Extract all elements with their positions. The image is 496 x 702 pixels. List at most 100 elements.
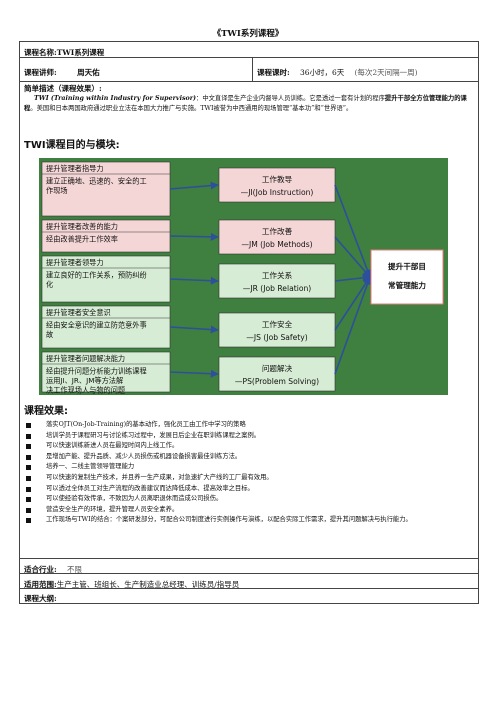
module-code: —JR (Job Relation)	[243, 284, 312, 293]
industry-row: 适合行业: 不限	[20, 559, 478, 574]
outline-label: 课程大纲:	[24, 594, 57, 603]
lecturer-row: 课程讲师: 周天佑 课程课时: 36小时，6天 (每次2天间隔一周)	[20, 58, 478, 82]
module-goal-text: 建立正确地、迅速的、安全的工	[46, 177, 147, 186]
module-title: 问题解决	[262, 363, 293, 373]
description-text1: ：中文直译是生产企业内督导人员训练。它是透过一套有计划的程序	[196, 95, 385, 102]
twi-module-diagram: 提升管理者指导力建立正确地、迅速的、安全的工作现场提升管理者改善的能力经由改善提…	[39, 158, 448, 395]
module-goal-text: 提升管理者改善的能力	[46, 222, 118, 231]
module-code: —JS (Job Safety)	[246, 333, 307, 342]
bullet-square-icon	[26, 454, 31, 460]
module-goal-text: 建立良好的工作关系，预防纠纷	[46, 271, 147, 280]
module-code: —PS(Problem Solving)	[235, 377, 319, 386]
effect-text: 工作现场与TWI的结合：个案研发部分，可配合公司制度进行实例操作与演练，以配合实…	[46, 516, 412, 524]
module-box	[218, 263, 336, 299]
course-name-value: TWI系列课程	[56, 48, 105, 57]
effect-item: 培养一、二线主管领导管理能力	[24, 462, 476, 473]
description-text2: 。美国和日本两国政府通过职业立法在本国大力推广与实施。TWI被誉为中西通用的现场…	[30, 105, 353, 112]
module-goal-text: 经由安全意识的建立防范意外事	[46, 321, 147, 330]
bullet-square-icon	[26, 475, 31, 481]
flow-arrow	[169, 232, 219, 241]
flow-arrow	[169, 181, 219, 190]
effect-item: 可以透过全体员工对生产流程的改善建议而达降低成本、提高效率之目标。	[24, 484, 476, 495]
effect-item: 可以使经验有效传承，不致因为人员离职退休而造成公司损伤。	[24, 494, 476, 505]
effect-item: 营造安全生产的环境，提升管理人员安全素养。	[24, 505, 476, 516]
description-italic: TWI (Training within Industry for Superv…	[34, 95, 197, 102]
lecturer-label: 课程讲师:	[24, 68, 57, 77]
module-title: 工作安全	[262, 319, 293, 329]
bullet-square-icon	[26, 497, 31, 503]
course-table: 课程名称:TWI系列课程 课程讲师: 周天佑 课程课时: 36小时，6天 (每次…	[19, 41, 479, 604]
module-goal-text: 经由改善提升工作效率	[46, 235, 118, 244]
goal-text-line2: 常管理能力	[388, 280, 426, 290]
description-bold: 提升干部全方位管理能力的课程	[24, 95, 467, 112]
industry-value: 不限	[66, 565, 82, 574]
module-box	[218, 356, 336, 392]
module-title: 工作改善	[262, 226, 293, 236]
hours-label: 课程课时:	[257, 68, 290, 77]
course-name-label: 课程名称:	[24, 48, 57, 57]
effect-text: 可以快速训练新进人员在最短时间内上线工作。	[46, 442, 179, 450]
lecturer-value: 周天佑	[77, 68, 100, 77]
hours-note: (每次2天间隔一周)	[354, 68, 418, 77]
module-box	[218, 219, 336, 255]
module-code: —JI(Job Instruction)	[241, 188, 314, 197]
scope-row: 适用范围:生产主管、班组长、生产制造业总经理、训练员/指导员	[20, 574, 478, 589]
goal-text-line1: 提升干部目	[388, 261, 426, 271]
bullet-square-icon	[26, 423, 31, 428]
module-box	[218, 167, 336, 203]
description-heading: 简单描述（课程效果）:	[24, 84, 102, 93]
flow-arrow	[334, 276, 372, 375]
module-goal-text: 决工作现场人与物的问题	[46, 386, 125, 395]
document-title: 《TWI系列课程》	[212, 29, 284, 39]
module-goal-text: 运用JI、JR、JM等方法解	[46, 376, 123, 385]
effect-text: 是增加产能、提升品质、减少人员损伤或机器设备损害最佳训练方法。	[46, 452, 242, 460]
module-goal-text: 提升管理者领导力	[46, 258, 104, 267]
industry-label: 适合行业:	[24, 565, 57, 574]
bullet-square-icon	[26, 444, 31, 450]
effect-text: 可以透过全体员工对生产流程的改善建议而达降低成本、提高效率之目标。	[46, 484, 254, 492]
module-goal-text: 提升管理者问题解决能力	[46, 354, 125, 363]
course-name-row: 课程名称:TWI系列课程	[20, 42, 478, 58]
module-goal-text: 作现场	[46, 186, 68, 195]
module-goal-text: 化	[46, 280, 53, 289]
lecturer-cell: 课程讲师: 周天佑	[20, 58, 253, 81]
bullet-square-icon	[26, 507, 31, 513]
effect-text: 可以使经验有效传承，不致因为人员离职退休而造成公司损伤。	[46, 495, 223, 503]
module-title: 工作教导	[262, 174, 293, 184]
module-goal-box	[41, 255, 171, 303]
scope-value: 生产主管、班组长、生产制造业总经理、训练员/指导员	[56, 580, 240, 589]
effects-list: 落实OJT(On-Job-Training)的基本动作，强化员工由工作中学习的策…	[24, 420, 476, 526]
module-goal-box	[41, 351, 171, 393]
description-paragraph: TWI (Training within Industry for Superv…	[24, 94, 474, 114]
flow-arrow	[334, 276, 371, 331]
effect-text: 落实OJT(On-Job-Training)的基本动作，强化员工由工作中学习的策…	[46, 421, 246, 428]
effect-text: 营造安全生产的环境，提升管理人员安全素养。	[46, 505, 179, 513]
module-title: 工作关系	[262, 270, 293, 280]
module-goal-text: 故	[46, 330, 53, 339]
module-goal-text: 提升管理者指导力	[46, 164, 104, 173]
module-goal-box	[41, 161, 171, 217]
effect-text: 培训学员于课程研习与讨论练习过程中，发展日后企业在职训练课程之案例。	[46, 431, 261, 439]
effect-item: 是增加产能、提升品质、减少人员损伤或机器设备损害最佳训练方法。	[24, 452, 476, 463]
modules-heading: TWI课程目的与模块:	[24, 140, 120, 151]
goal-box	[370, 249, 444, 305]
effect-item: 可以快速的复制生产技术，并且养一生产成果，对急速扩大产线的工厂最有效用。	[24, 473, 476, 484]
scope-label: 适用范围:	[24, 580, 57, 589]
module-goal-text: 提升管理者安全意识	[46, 308, 111, 317]
effect-item: 落实OJT(On-Job-Training)的基本动作，强化员工由工作中学习的策…	[24, 420, 476, 431]
bullet-square-icon	[26, 465, 31, 471]
hours-cell: 课程课时: 36小时，6天 (每次2天间隔一周)	[253, 58, 478, 81]
module-code: —JM (Job Methods)	[241, 240, 312, 249]
flow-arrow	[169, 369, 219, 378]
flow-arrow	[169, 325, 219, 334]
hours-value: 36小时，6天	[299, 68, 345, 77]
effect-item: 培训学员于课程研习与讨论练习过程中，发展日后企业在职训练课程之案例。	[24, 431, 476, 442]
effect-text: 可以快速的复制生产技术，并且养一生产成果，对急速扩大产线的工厂最有效用。	[46, 473, 273, 481]
bullet-square-icon	[26, 518, 31, 524]
effect-item: 工作现场与TWI的结合：个案研发部分，可配合公司制度进行实例操作与演练，以配合实…	[24, 515, 476, 526]
effect-item: 可以快速训练新进人员在最短时间内上线工作。	[24, 441, 476, 452]
main-content-row: 简单描述（课程效果）: TWI (Training within Industr…	[20, 82, 478, 559]
module-goal-text: 经由提升问题分析能力训练课程	[46, 367, 147, 376]
effect-text: 培养一、二线主管领导管理能力	[46, 463, 135, 471]
